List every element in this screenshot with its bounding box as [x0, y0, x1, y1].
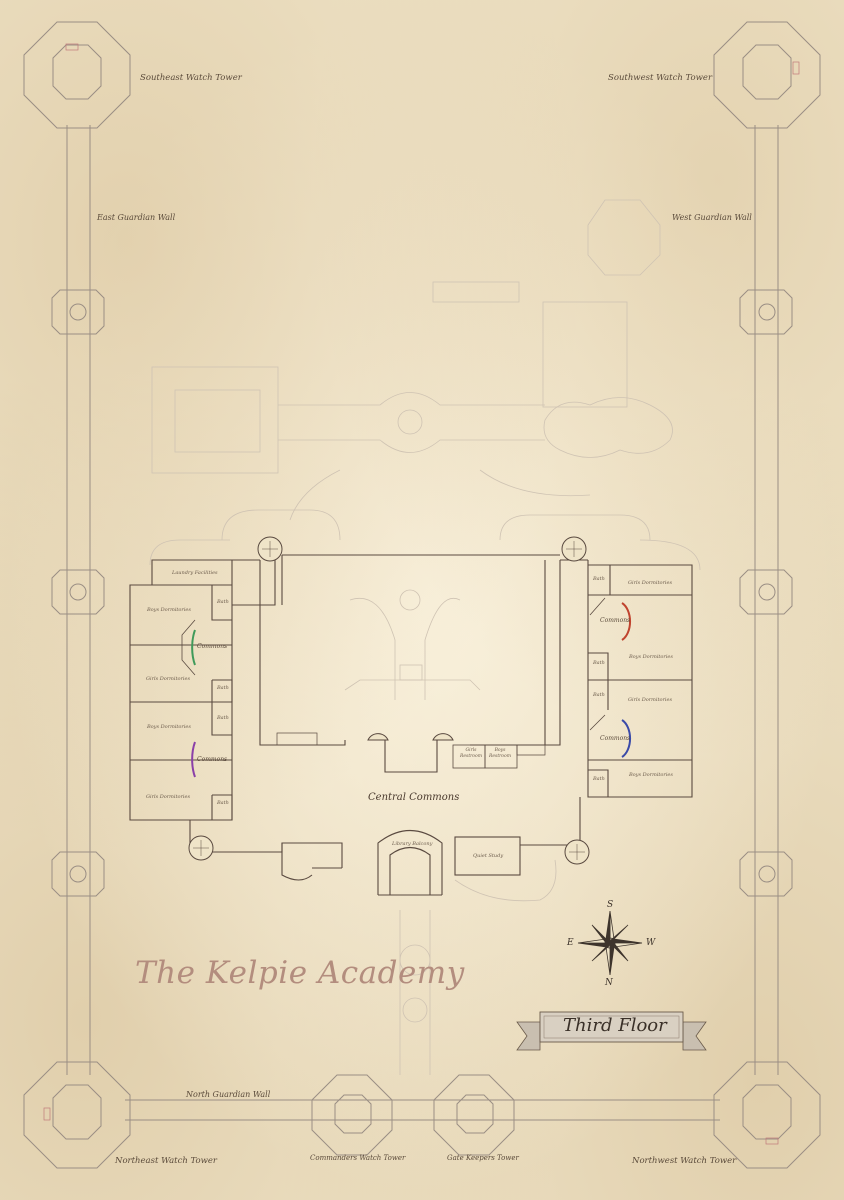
east-guardian-wall	[66, 125, 91, 1075]
bath-1-label: Bath	[217, 599, 229, 605]
commons-green-arc	[191, 629, 196, 666]
north-wall-label: North Guardian Wall	[186, 1090, 271, 1099]
girls-dorm-1-label: Girls Dormitories	[146, 676, 191, 682]
commons-red-arc	[621, 602, 632, 641]
spiral-stair-steps	[193, 541, 585, 860]
northwest-tower	[713, 1061, 821, 1169]
commons-green-label: Commons	[197, 643, 228, 650]
east-wall-label: East Guardian Wall	[97, 213, 176, 222]
commons-blue-arc	[621, 719, 632, 758]
commons-blue-label: Commons	[600, 735, 631, 742]
north-guardian-wall	[125, 1099, 720, 1121]
bath-3-label: Bath	[217, 715, 229, 721]
girls-restroom-label: Girls Restroom	[459, 748, 482, 759]
gatekeepers-tower	[433, 1074, 515, 1156]
compass-right-letter: W	[646, 938, 656, 948]
lower-floor-ghost	[149, 199, 701, 1075]
floor-banner	[516, 1011, 707, 1051]
boys-restroom-label: Boys Restroom	[488, 748, 511, 759]
r-bath-3-label: Bath	[593, 692, 605, 698]
boys-dorm-2-label: Boys Dormitories	[147, 724, 191, 730]
girls-dorm-2-label: Girls Dormitories	[146, 794, 191, 800]
southeast-tower	[23, 21, 131, 129]
r-bath-4-label: Bath	[593, 776, 605, 782]
compass-bottom-letter: N	[605, 978, 613, 988]
r-girls-dorm-1-label: Girls Dormitories	[628, 580, 673, 586]
west-wall-label: West Guardian Wall	[672, 213, 752, 222]
quiet-study-label: Quiet Study	[473, 853, 504, 859]
east-wall-posts	[51, 289, 105, 897]
floor-label: Third Floor	[563, 1015, 667, 1036]
commons-purple-arc	[191, 741, 196, 778]
commons-purple-label: Commons	[197, 756, 228, 763]
southwest-tower-label: Southwest Watch Tower	[608, 73, 713, 83]
compass-rose	[577, 910, 643, 976]
library-balcony-label: Library Balcony	[392, 841, 433, 847]
northwest-tower-label: Northwest Watch Tower	[632, 1156, 737, 1166]
west-guardian-wall	[754, 125, 779, 1075]
main-building	[129, 554, 693, 896]
compass-left-letter: E	[567, 938, 574, 948]
r-boys-dorm-2-label: Boys Dormitories	[629, 772, 673, 778]
bath-4-label: Bath	[217, 800, 229, 806]
central-commons-label: Central Commons	[368, 792, 460, 803]
southwest-tower	[713, 21, 821, 129]
west-wall-posts	[739, 289, 793, 897]
bath-2-label: Bath	[217, 685, 229, 691]
r-bath-2-label: Bath	[593, 660, 605, 666]
northeast-tower	[23, 1061, 131, 1169]
laundry-label: Laundry Facilities	[172, 570, 218, 576]
compass-top-letter: S	[607, 900, 614, 910]
commanders-tower	[311, 1074, 393, 1156]
commons-red-label: Commons	[600, 617, 631, 624]
r-boys-dorm-1-label: Boys Dormitories	[629, 654, 673, 660]
spiral-stairs	[188, 536, 590, 865]
boys-dorm-1-label: Boys Dormitories	[147, 607, 191, 613]
r-girls-dorm-2-label: Girls Dormitories	[628, 697, 673, 703]
gatekeepers-tower-label: Gate Keepers Tower	[447, 1154, 519, 1162]
map-title: The Kelpie Academy	[135, 955, 465, 991]
r-bath-1-label: Bath	[593, 576, 605, 582]
commanders-tower-label: Commanders Watch Tower	[310, 1154, 406, 1162]
southeast-tower-label: Southeast Watch Tower	[140, 73, 242, 83]
northeast-tower-label: Northeast Watch Tower	[115, 1156, 217, 1166]
